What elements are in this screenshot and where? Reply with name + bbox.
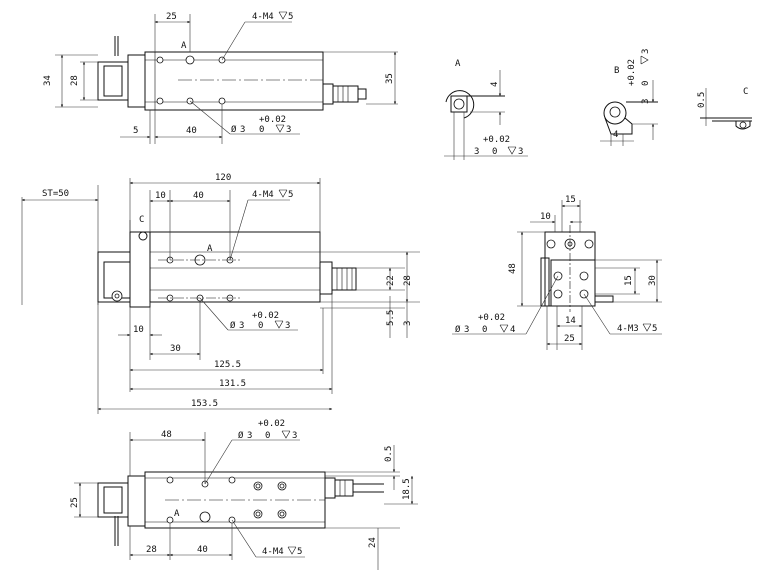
- tap-hole: [218, 97, 226, 105]
- side-tol: +0.02: [252, 311, 279, 321]
- dim-131-5: 131.5: [219, 379, 246, 389]
- dia-symbol: Ø: [455, 324, 461, 335]
- dim-5-5: 5.5: [386, 310, 396, 326]
- dia-zero: 0: [259, 125, 264, 135]
- end-dia: 3: [464, 325, 469, 335]
- side-hole-depth: 3: [285, 321, 290, 331]
- top-view-body: [144, 51, 324, 111]
- detail-a-dim-4: 4: [490, 82, 500, 87]
- detail-b-dim-4: 4: [613, 130, 618, 140]
- end-dim-25: 25: [564, 334, 575, 344]
- bottom-tap-depth: 5: [297, 547, 302, 557]
- detail-a-zero: 0: [492, 147, 497, 157]
- detail-b-dim: 3: [641, 99, 651, 104]
- dim-40: 40: [193, 191, 204, 201]
- end-view: 15 10 48 15 30 +0.02 Ø 3 0 4 14 25: [452, 195, 662, 350]
- dim-22: 22: [386, 275, 396, 286]
- end-tap: 4-M3: [617, 324, 639, 334]
- dim-40: 40: [186, 126, 197, 136]
- detail-c-label: C: [743, 87, 748, 97]
- bottom-tol: +0.02: [258, 419, 285, 429]
- mark-c: C: [139, 215, 144, 225]
- side-zero: 0: [258, 321, 263, 331]
- end-dim-15b: 15: [624, 275, 634, 286]
- end-dim-48: 48: [508, 263, 518, 274]
- dim-35: 35: [385, 73, 395, 84]
- detail-b-tol: +0.02: [627, 59, 637, 86]
- side-tap-label: 4-M4: [252, 190, 274, 200]
- bottom-dim-0-5: 0.5: [384, 446, 394, 462]
- bottom-zero: 0: [265, 431, 270, 441]
- side-tap-depth: 5: [288, 190, 293, 200]
- detail-a: A 4 +0.02 3 0 3: [444, 59, 528, 160]
- bottom-view: 48 +0.02 Ø 3 0 3 0.5 18.5 25 A 28 40: [70, 419, 418, 570]
- dia-symbol: Ø: [231, 124, 237, 135]
- detail-a-dia: 3: [474, 147, 479, 157]
- end-tap-depth: 5: [652, 324, 657, 334]
- detail-b-label: B: [614, 66, 619, 76]
- bottom-dim-40: 40: [197, 545, 208, 555]
- detail-a-label: A: [455, 59, 461, 69]
- end-dim-15: 15: [565, 195, 576, 205]
- bottom-dim-18-5: 18.5: [402, 478, 412, 500]
- end-depth4: 4: [510, 325, 515, 335]
- detail-c-dim: 0.5: [697, 92, 707, 108]
- end-dim-10: 10: [540, 212, 551, 222]
- dim-3: 3: [403, 321, 413, 326]
- dim-125-5: 125.5: [214, 360, 241, 370]
- bottom-dim-25: 25: [70, 497, 80, 508]
- tap-depth: 5: [288, 12, 293, 22]
- bottom-depth: 3: [292, 431, 297, 441]
- detail-b: B +0.02 3 0 3 4: [600, 49, 658, 146]
- dia: 3: [240, 125, 245, 135]
- dim-153-5: 153.5: [191, 399, 218, 409]
- tol: +0.02: [259, 115, 286, 125]
- bottom-dim-28: 28: [146, 545, 157, 555]
- dim-34: 34: [43, 75, 53, 86]
- side-view: ST=50 120 10: [21, 173, 420, 414]
- dim-10: 10: [155, 191, 166, 201]
- bottom-dia: 3: [247, 431, 252, 441]
- section-mark-a: A: [181, 41, 187, 51]
- dim-10b: 10: [133, 325, 144, 335]
- detail-c: C 0.5: [697, 87, 752, 130]
- detail-b-zero: 0: [641, 81, 651, 86]
- dim-28: 28: [70, 75, 80, 86]
- dim-30: 30: [170, 344, 181, 354]
- detail-a-tol: +0.02: [483, 135, 510, 145]
- tap-hole: [156, 97, 164, 105]
- mark-a: A: [207, 244, 213, 254]
- stroke-label: ST=50: [42, 189, 69, 199]
- tap-hole: [156, 56, 164, 64]
- dim-5: 5: [133, 126, 138, 136]
- end-dim-30: 30: [648, 275, 658, 286]
- pin-hole: [185, 55, 195, 65]
- detail-b-depth: 3: [641, 49, 651, 54]
- side-dia: 3: [239, 321, 244, 331]
- dim-120: 120: [215, 173, 231, 183]
- dia-symbol: Ø: [230, 320, 236, 331]
- end-zero: 0: [482, 325, 487, 335]
- bottom-dim-24: 24: [368, 537, 378, 548]
- bottom-dim-48: 48: [161, 430, 172, 440]
- end-tol: +0.02: [478, 313, 505, 323]
- dia-symbol: Ø: [238, 430, 244, 441]
- bottom-tap: 4-M4: [262, 547, 284, 557]
- dim-25: 25: [166, 12, 177, 22]
- end-dim-14: 14: [565, 316, 576, 326]
- hole-depth: 3: [286, 125, 291, 135]
- bottom-mark-a: A: [174, 509, 180, 519]
- detail-a-depth: 3: [518, 147, 523, 157]
- top-view: 25 4-M4 5 A 34 28 35 5 40 +0.02 Ø 3: [43, 11, 398, 144]
- tap-label: 4-M4: [252, 12, 274, 22]
- dim-28: 28: [403, 275, 413, 286]
